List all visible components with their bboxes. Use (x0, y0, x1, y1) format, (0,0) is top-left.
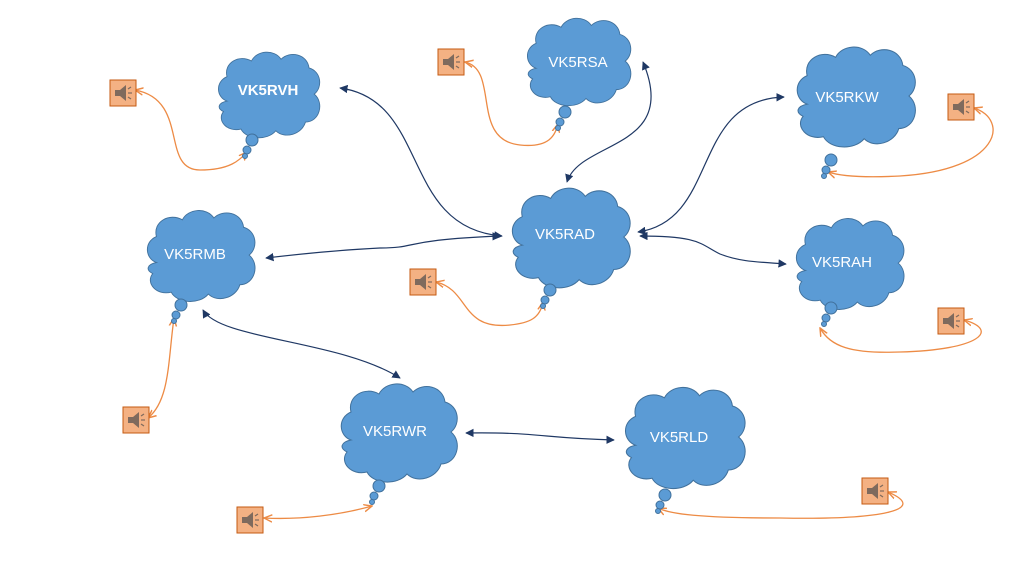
thought-bubble (540, 295, 550, 305)
thought-bubble (171, 318, 177, 324)
audio-link-vk5rwr (264, 506, 372, 518)
node-label: VK5RKW (815, 89, 879, 106)
nodes-layer: VK5RVH VK5RSA VK5RKW VK5RMB VK5RAD VK5RAH VK5R… (146, 17, 916, 514)
thought-bubble (558, 105, 572, 119)
node-vk5rwr[interactable]: VK5RWR (340, 383, 458, 505)
thought-bubble (171, 310, 181, 320)
thought-bubble (655, 500, 665, 510)
node-vk5rsa[interactable]: VK5RSA (526, 17, 632, 131)
audio-link-vk5rkw (828, 108, 994, 177)
audio-link-vk5rvh (135, 90, 247, 171)
thought-bubble (824, 301, 838, 315)
thought-bubble (821, 313, 831, 323)
link-vk5rad-vk5rmb (265, 232, 501, 262)
audio-link-vk5rad (436, 282, 543, 327)
node-label: VK5RAD (535, 226, 595, 243)
thought-bubble (369, 491, 379, 501)
link-vk5rad-vk5rkw (637, 93, 785, 236)
thought-bubble (821, 165, 831, 175)
audio-links-layer (135, 62, 994, 519)
link-vk5rmb-vk5rwr (202, 309, 401, 379)
audio-link-vk5rsa (465, 62, 558, 147)
link-vk5rad-vk5rvh (339, 84, 503, 240)
link-vk5rad-vk5rsa (565, 61, 652, 183)
node-vk5rmb[interactable]: VK5RMB (146, 209, 256, 324)
speaker-icon[interactable] (861, 477, 889, 505)
node-vk5rkw[interactable]: VK5RKW (796, 46, 916, 179)
thought-bubble (245, 133, 259, 147)
speakers-layer (109, 48, 975, 534)
thought-bubble (174, 298, 188, 312)
speaker-icon[interactable] (437, 48, 465, 76)
thought-bubble (372, 479, 386, 493)
speaker-icon[interactable] (947, 93, 975, 121)
speaker-icon[interactable] (236, 506, 264, 534)
thought-bubble (655, 508, 661, 514)
thought-bubble (821, 321, 827, 327)
node-label: VK5RVH (238, 82, 299, 99)
speaker-icon[interactable] (937, 307, 965, 335)
node-label: VK5RMB (164, 246, 226, 263)
thought-bubble (242, 145, 252, 155)
thought-bubble (543, 283, 557, 297)
links-layer (202, 61, 787, 444)
thought-bubble (555, 117, 565, 127)
link-vk5rwr-vk5rld (465, 428, 615, 444)
audio-link-vk5rld (658, 492, 904, 519)
thought-bubble (824, 153, 838, 167)
node-label: VK5RAH (812, 254, 872, 271)
node-vk5rvh[interactable]: VK5RVH (217, 51, 321, 159)
speaker-icon[interactable] (409, 268, 437, 296)
node-vk5rad[interactable]: VK5RAD (511, 187, 631, 309)
link-vk5rad-vk5rah (639, 231, 787, 268)
node-vk5rah[interactable]: VK5RAH (795, 218, 905, 327)
thought-bubble (242, 153, 248, 159)
node-label: VK5RSA (548, 54, 607, 71)
node-label: VK5RWR (363, 423, 427, 440)
audio-link-vk5rah (820, 320, 982, 353)
speaker-icon[interactable] (122, 406, 150, 434)
speaker-icon[interactable] (109, 79, 137, 107)
thought-bubble (369, 499, 375, 505)
audio-link-vk5rmb (148, 318, 174, 418)
thought-bubble (555, 125, 561, 131)
thought-bubble (540, 303, 546, 309)
thought-bubble (821, 173, 827, 179)
node-vk5rld[interactable]: VK5RLD (624, 386, 746, 514)
thought-bubble (658, 488, 672, 502)
node-label: VK5RLD (650, 429, 709, 446)
